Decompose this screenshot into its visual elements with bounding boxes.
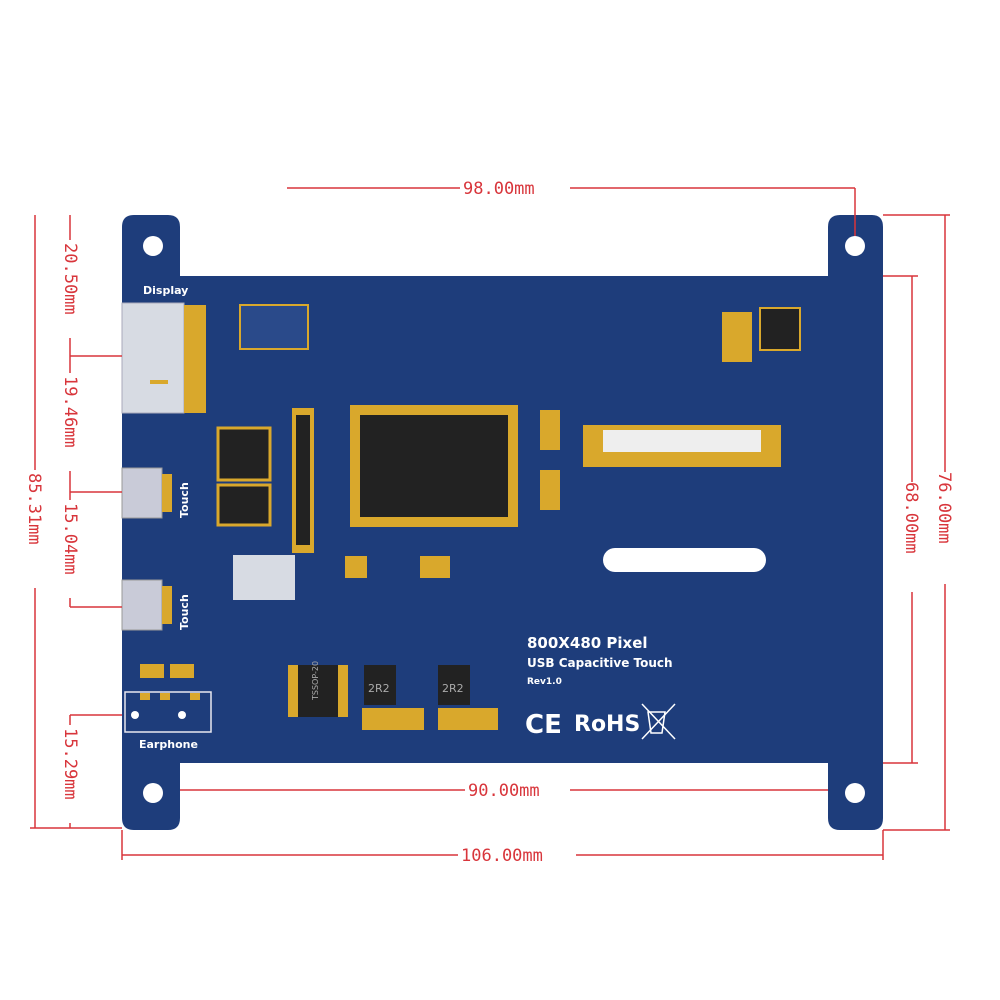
mounting-hole [143, 783, 163, 803]
inductor-label: 2R2 [368, 682, 390, 695]
display-label: Display [143, 284, 188, 297]
hdmi-connector [121, 302, 206, 414]
slot-cutout [603, 548, 766, 572]
micro-usb-touch-1 [121, 467, 172, 519]
mounting-hole [845, 236, 865, 256]
dim-106: 106.00mm [461, 846, 543, 866]
dim-85-31: 85.31mm [24, 473, 44, 545]
touch-label-1: Touch [178, 482, 191, 518]
dim-15-04: 15.04mm [60, 503, 80, 575]
rohs-mark: RoHS [574, 712, 640, 737]
dim-98: 98.00mm [463, 179, 535, 199]
chip-label: TSSOP-20 [311, 661, 320, 701]
revision-text: Rev1.0 [527, 677, 562, 687]
dimension-labels: 98.00mm 90.00mm 106.00mm 76.00mm 68.00mm… [24, 177, 957, 866]
touch-type-text: USB Capacitive Touch [527, 656, 673, 670]
dim-76: 76.00mm [934, 472, 954, 544]
dim-90: 90.00mm [468, 781, 540, 801]
earphone-jack [124, 691, 212, 733]
earphone-label: Earphone [139, 738, 198, 751]
micro-usb-touch-2 [121, 579, 172, 631]
dim-68: 68.00mm [901, 482, 921, 554]
ce-mark: CE [525, 710, 562, 740]
resolution-text: 800X480 Pixel [527, 634, 648, 652]
fpc-connector [583, 425, 781, 467]
dim-19-46: 19.46mm [60, 376, 80, 448]
dim-20-50: 20.50mm [60, 243, 80, 315]
mounting-hole [143, 236, 163, 256]
weee-bin-icon [641, 703, 676, 740]
mounting-hole [845, 783, 865, 803]
dim-15-29: 15.29mm [60, 728, 80, 800]
main-chip [350, 405, 518, 527]
touch-label-2: Touch [178, 594, 191, 630]
inductor-label: 2R2 [442, 682, 464, 695]
